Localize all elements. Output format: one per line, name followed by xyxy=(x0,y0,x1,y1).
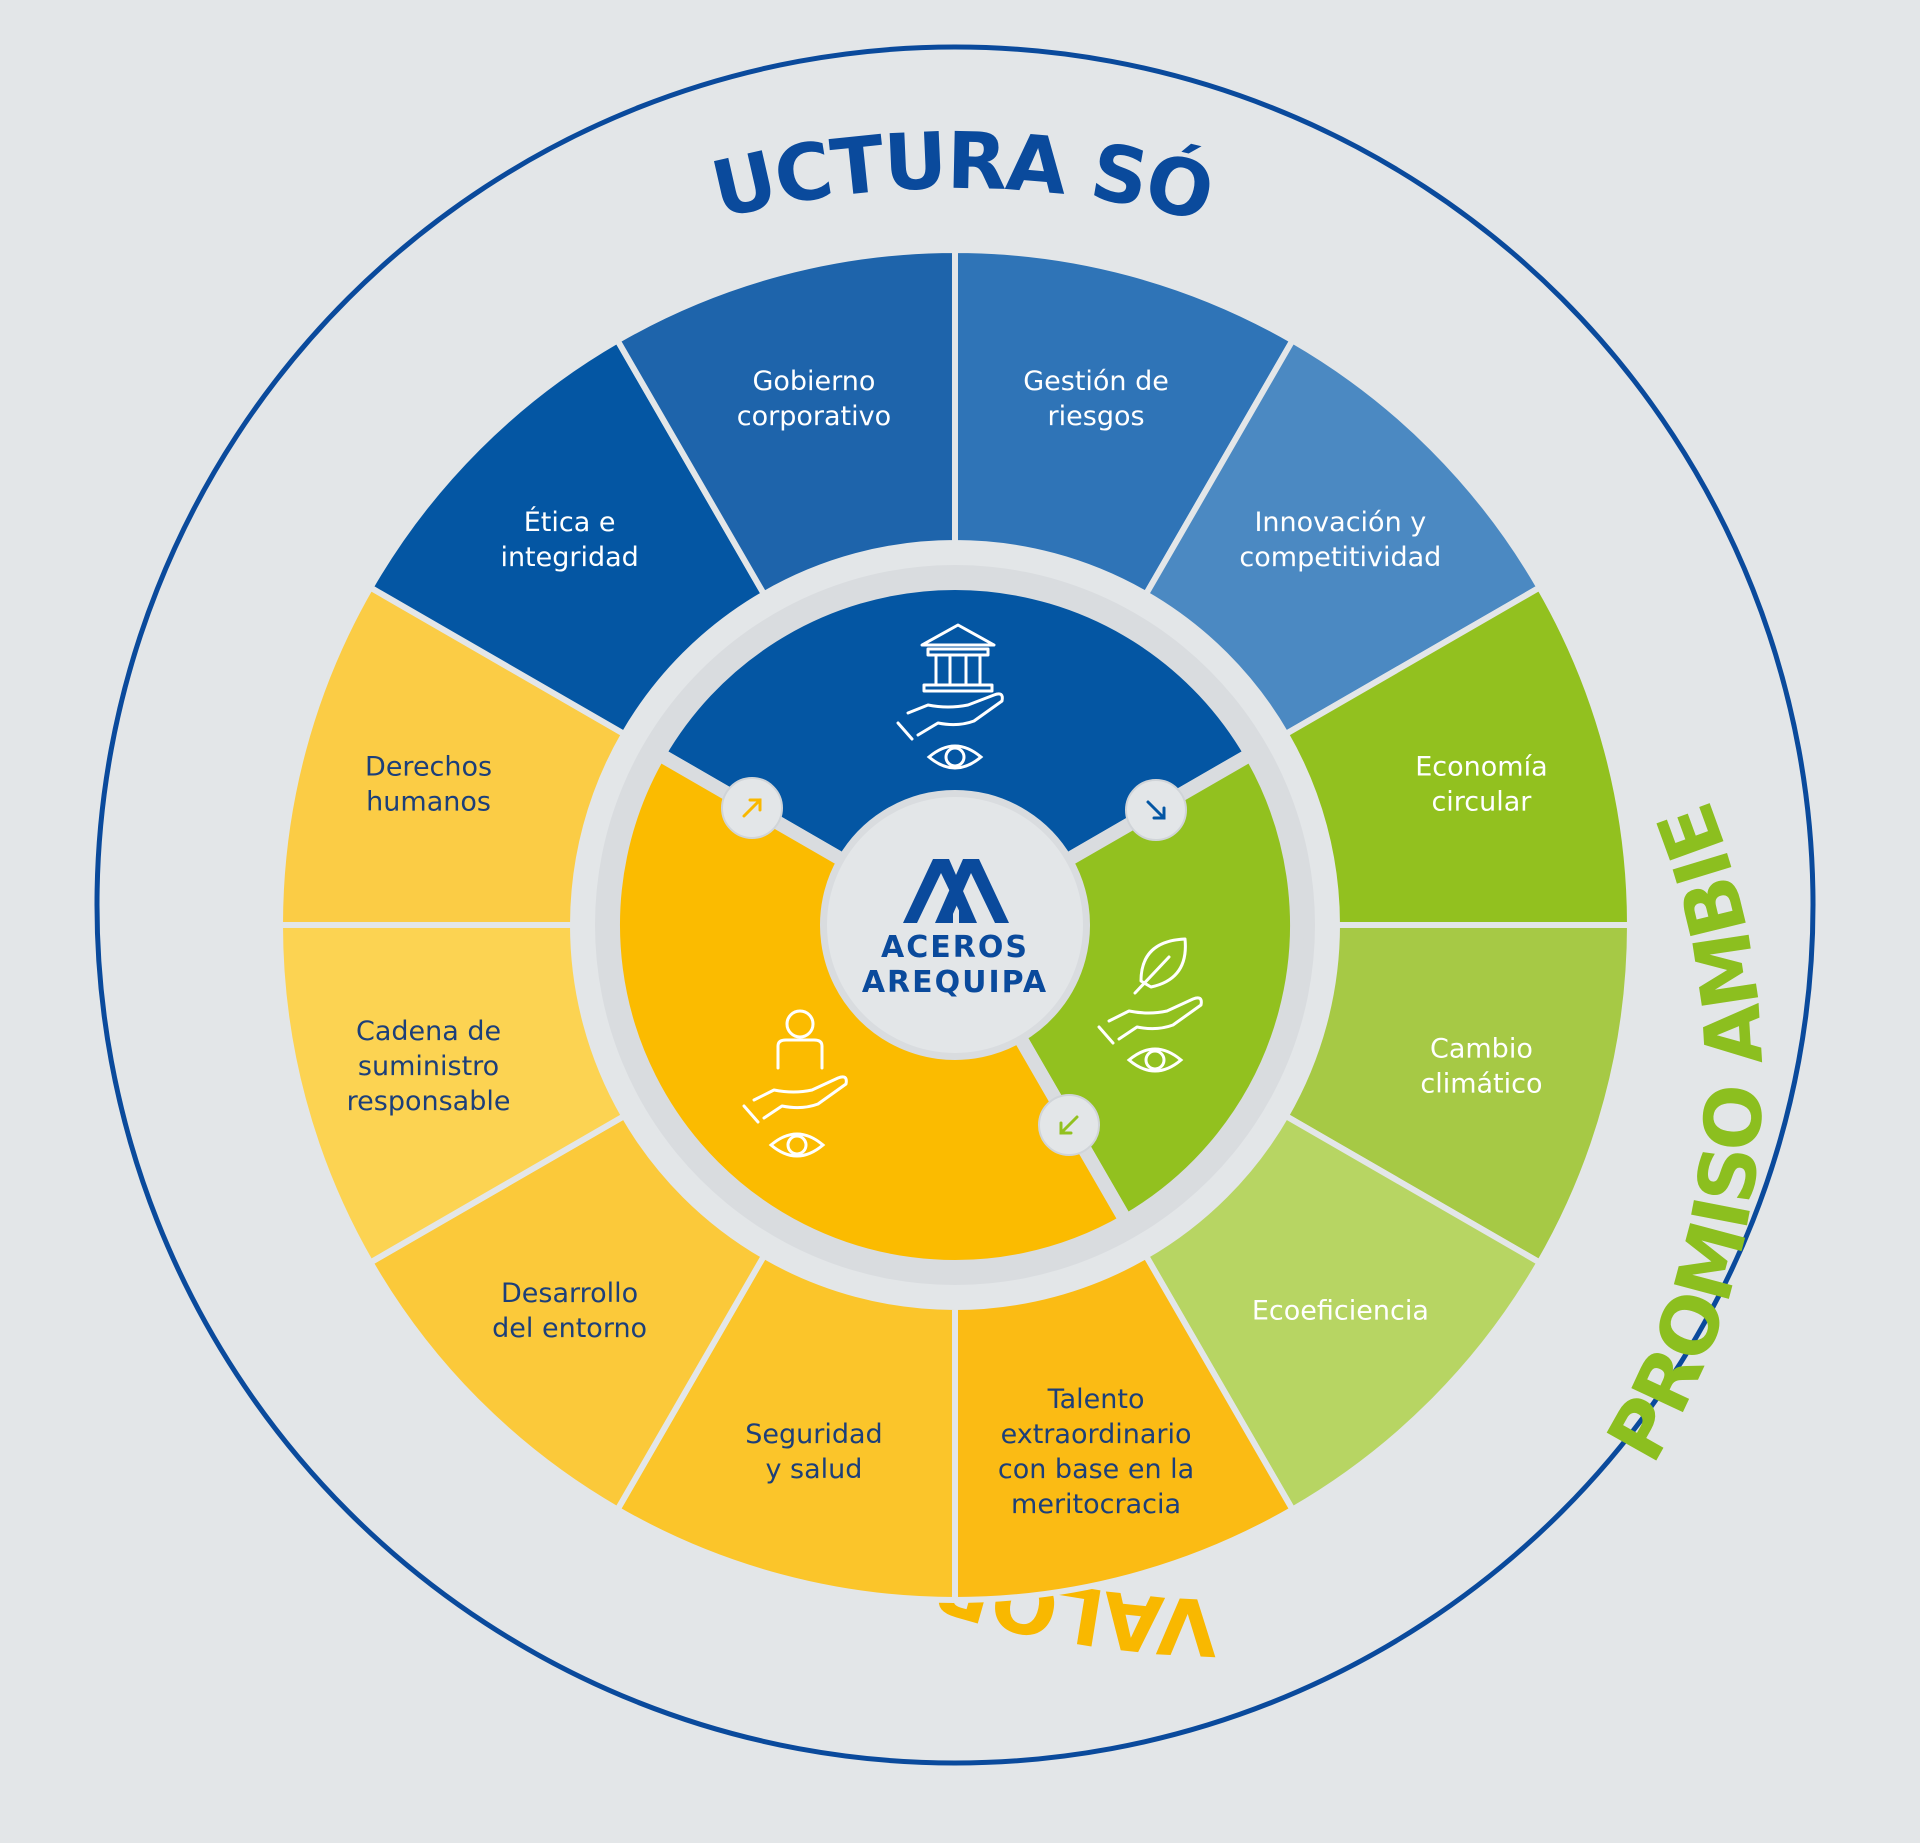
segment-12 xyxy=(613,246,958,599)
eye-icon xyxy=(768,1132,826,1158)
segment-label-6: Talento extraordinario con base en la merit… xyxy=(998,1384,1194,1520)
segment-label-line: humanos xyxy=(366,786,491,817)
segment-label-line: climático xyxy=(1420,1069,1542,1100)
eye-icon xyxy=(1126,1047,1184,1073)
segment-label-4: Cambio climático xyxy=(1420,1034,1542,1100)
eye-icon xyxy=(926,744,984,770)
segment-label-line: y salud xyxy=(765,1454,862,1485)
segment-label-line: Derechos xyxy=(365,751,492,782)
segment-label-line: riesgos xyxy=(1048,401,1145,432)
segment-label-line: extraordinario xyxy=(1001,1419,1192,1450)
arrow-down-left-icon xyxy=(1038,1094,1100,1156)
segment-label-11: Ética e integridad xyxy=(500,506,638,573)
segment-label-line: corporativo xyxy=(737,401,891,432)
segment-label-line: Ética e xyxy=(524,506,616,538)
segment-label-8: Desarrollo del entorno xyxy=(492,1278,647,1344)
segment-label-3: Economía circular xyxy=(1415,751,1547,817)
segment-label-line: Desarrollo xyxy=(501,1278,638,1309)
segment-label-line: del entorno xyxy=(492,1313,647,1344)
segment-label-1: Gestión de riesgos xyxy=(1023,366,1169,432)
outer-ring xyxy=(94,44,1816,1766)
segment-label-line: meritocracia xyxy=(1011,1489,1181,1520)
segment-label-7: Seguridad y salud xyxy=(745,1419,882,1485)
segment-label-line: Economía xyxy=(1415,751,1547,782)
logo-line-2: AREQUIPA xyxy=(862,965,1048,1000)
segment-label-line: competitividad xyxy=(1239,542,1441,573)
segment-label-9: Cadena de suministro responsable xyxy=(347,1016,511,1117)
person-hand-icon xyxy=(742,1009,848,1124)
segment-label-line: Innovación y xyxy=(1254,507,1426,538)
segment-label-line: con base en la xyxy=(998,1454,1194,1485)
arrow-down-right-icon xyxy=(1125,779,1187,841)
segment-label-12: Gobierno corporativo xyxy=(737,366,891,432)
logo-circle xyxy=(827,797,1083,1053)
logo-line-1: ACEROS xyxy=(881,930,1029,965)
segment-label-line: Ecoeficiencia xyxy=(1252,1295,1429,1326)
segment-label-line: Seguridad xyxy=(745,1419,882,1450)
segment-label-line: Talento xyxy=(1047,1384,1145,1415)
segment-label-2: Innovación y competitividad xyxy=(1239,507,1441,573)
segment-label-line: responsable xyxy=(347,1086,511,1117)
arrow-up-right-icon xyxy=(721,777,783,839)
segment-label-5: Ecoeficiencia xyxy=(1252,1295,1429,1326)
segment-label-line: integridad xyxy=(500,542,638,573)
segment-label-line: circular xyxy=(1431,786,1532,817)
segment-label-line: Gestión de xyxy=(1023,366,1169,397)
segment-label-line: Cambio xyxy=(1430,1034,1533,1065)
aceros-arequipa-logo-icon xyxy=(903,859,1009,923)
segment-label-line: Cadena de xyxy=(356,1016,501,1047)
segment-label-line: Gobierno xyxy=(752,366,875,397)
segment-label-line: suministro xyxy=(358,1051,499,1082)
leaf-hand-icon xyxy=(1097,937,1203,1045)
government-building-hand-icon xyxy=(896,623,1004,741)
segment-label-10: Derechos humanos xyxy=(365,751,492,817)
